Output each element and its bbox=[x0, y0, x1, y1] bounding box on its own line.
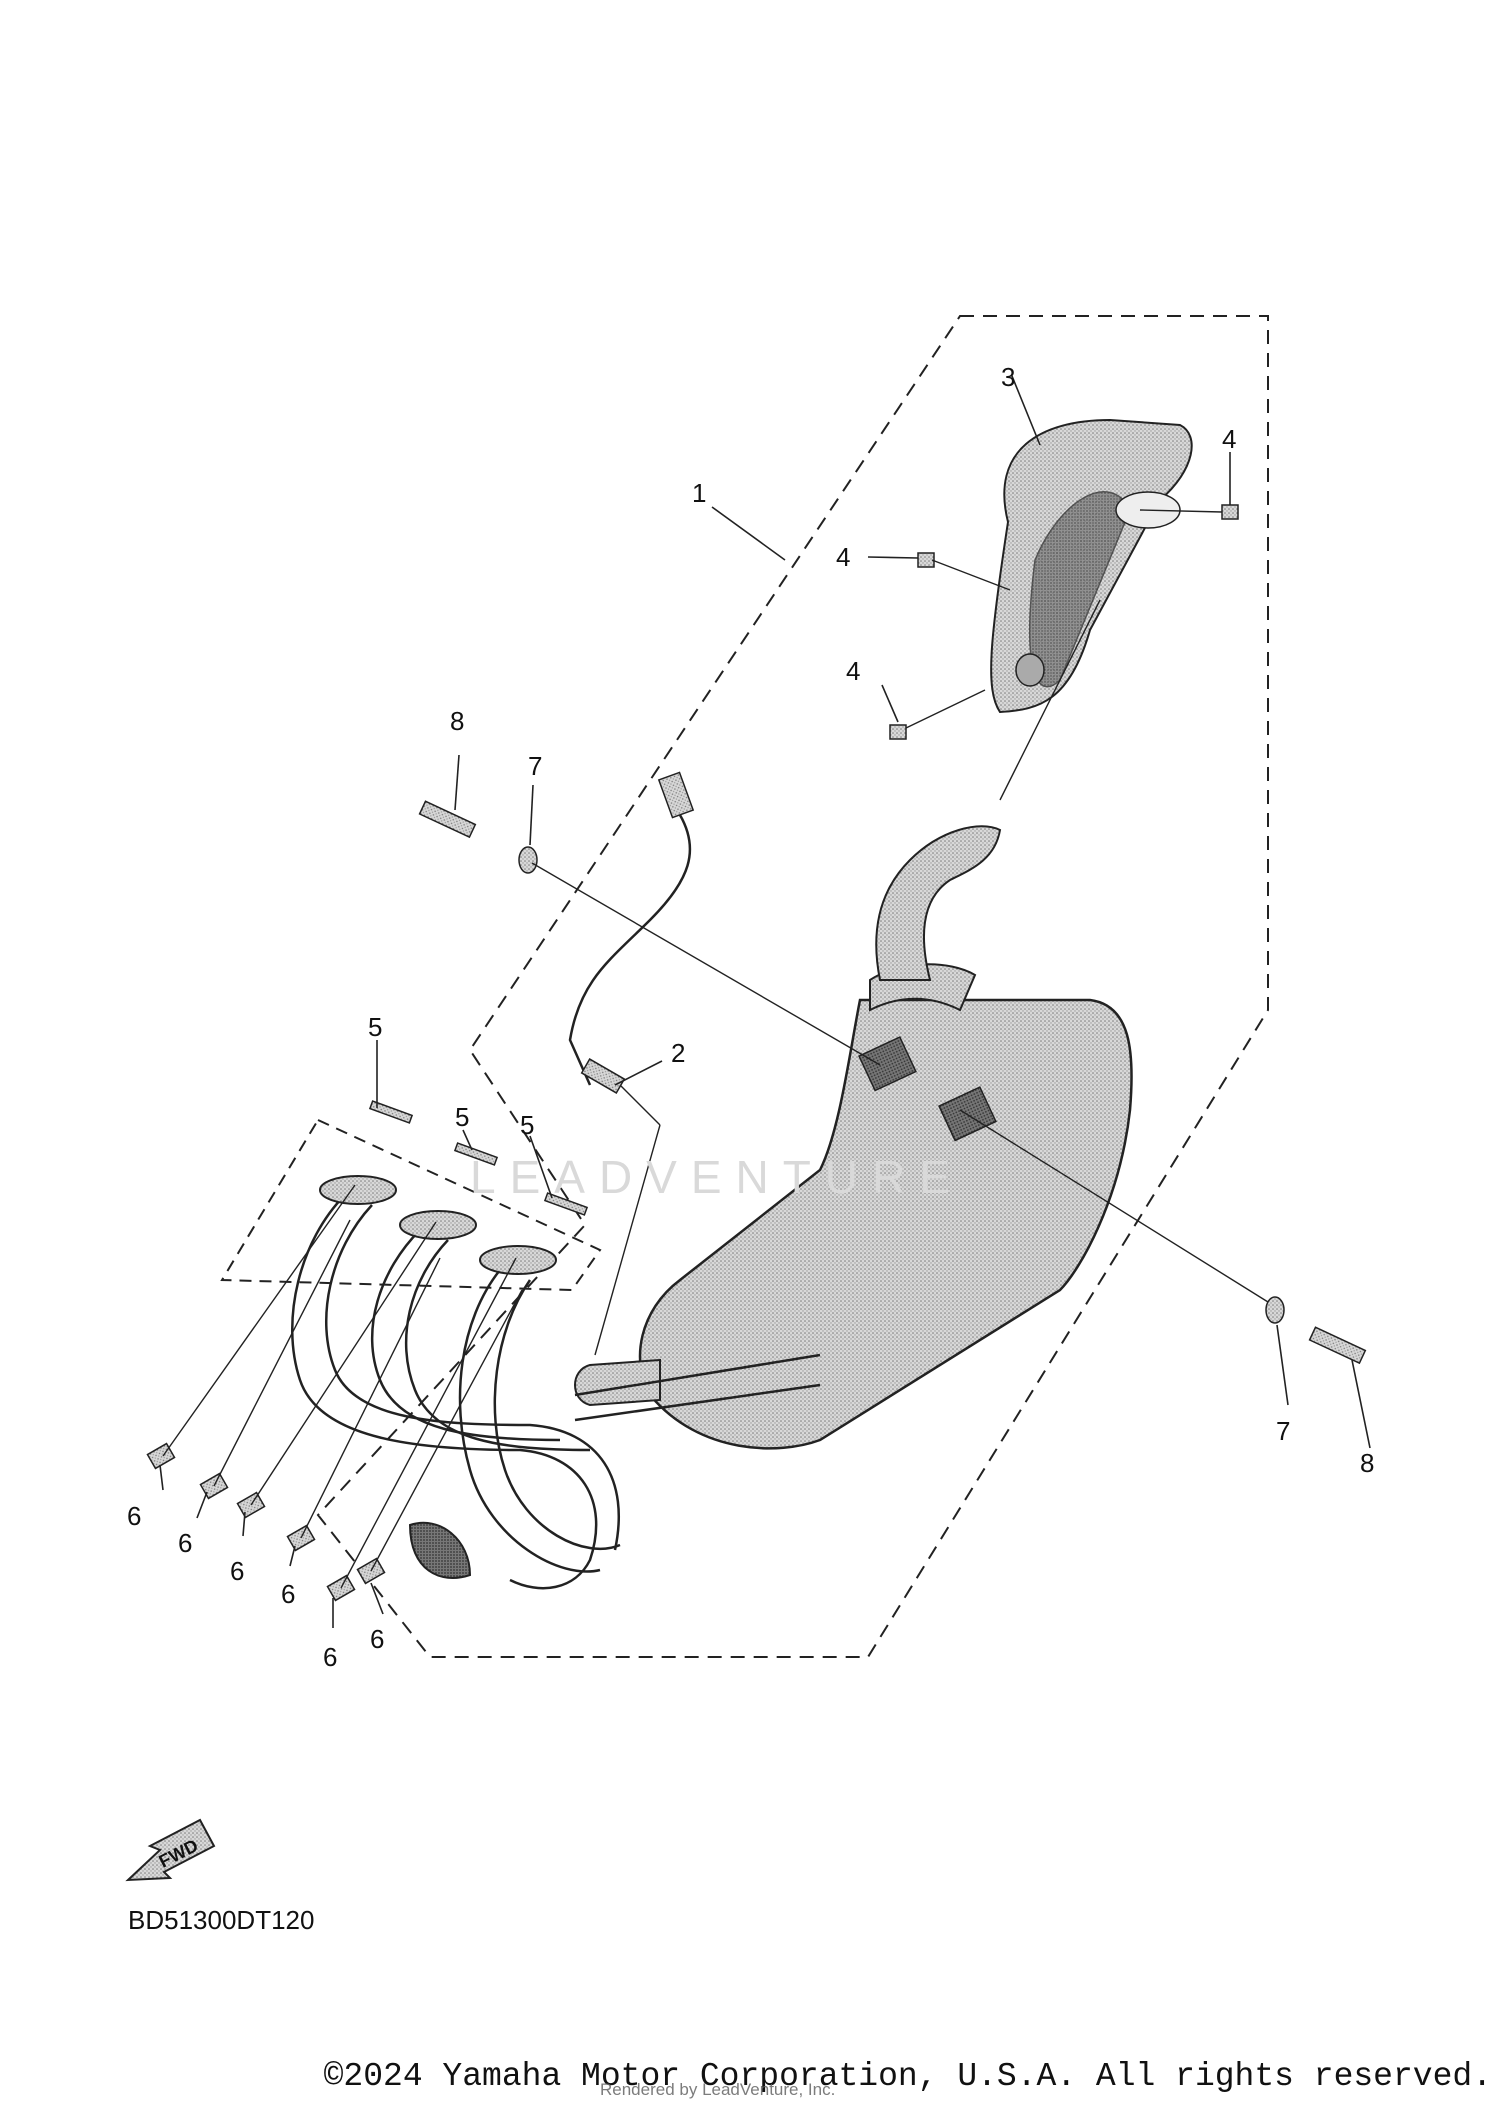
flange-nuts bbox=[146, 1442, 386, 1602]
muffler bbox=[574, 825, 1133, 1450]
callout-8a: 8 bbox=[450, 706, 464, 736]
assembly-1-boundary bbox=[316, 315, 1269, 1658]
callout-1: 1 bbox=[692, 478, 706, 508]
callout-6f: 6 bbox=[370, 1624, 384, 1654]
fwd-arrow-icon: FWD bbox=[125, 1818, 216, 1882]
callout-8b: 8 bbox=[1360, 1448, 1374, 1478]
muffler-protector bbox=[990, 418, 1193, 714]
copyright-notice: ©2024 Yamaha Motor Corporation, U.S.A. A… bbox=[0, 2058, 1500, 2095]
callout-4a: 4 bbox=[1222, 424, 1236, 454]
callout-6c: 6 bbox=[230, 1556, 244, 1586]
callout-5a: 5 bbox=[368, 1012, 382, 1042]
collector-joint bbox=[408, 1521, 472, 1579]
callout-5c: 5 bbox=[520, 1110, 534, 1140]
callout-2: 2 bbox=[671, 1038, 685, 1068]
callout-6b: 6 bbox=[178, 1528, 192, 1558]
diagram-code: BD51300DT120 bbox=[128, 1905, 315, 1935]
callout-6a: 6 bbox=[127, 1501, 141, 1531]
copyright-text: ©2024 Yamaha Motor Corporation, U.S.A. A… bbox=[323, 2058, 1492, 2095]
leader-lines bbox=[159, 375, 1371, 1628]
washer-right bbox=[1265, 1296, 1285, 1324]
callout-3: 3 bbox=[1001, 362, 1015, 392]
callout-6e: 6 bbox=[323, 1642, 337, 1672]
header-flanges bbox=[319, 1175, 557, 1275]
washer-left bbox=[518, 846, 538, 874]
callout-7a: 7 bbox=[528, 751, 542, 781]
bolt-right bbox=[1308, 1326, 1367, 1365]
centre-lines bbox=[162, 509, 1269, 1589]
callout-4b: 4 bbox=[836, 542, 850, 572]
o2-sensor bbox=[568, 771, 695, 1094]
watermark: LEADVENTURE bbox=[470, 1151, 964, 1203]
rendered-by: Rendered by LeadVenture, Inc. bbox=[600, 2080, 836, 2099]
callout-5b: 5 bbox=[455, 1102, 469, 1132]
bolt-left bbox=[418, 800, 477, 839]
callout-4c: 4 bbox=[846, 656, 860, 686]
protector-screws bbox=[889, 504, 1239, 740]
gasket-group-boundary bbox=[220, 1118, 602, 1292]
callout-6d: 6 bbox=[281, 1579, 295, 1609]
gaskets bbox=[368, 1100, 589, 1216]
callout-7b: 7 bbox=[1276, 1416, 1290, 1446]
